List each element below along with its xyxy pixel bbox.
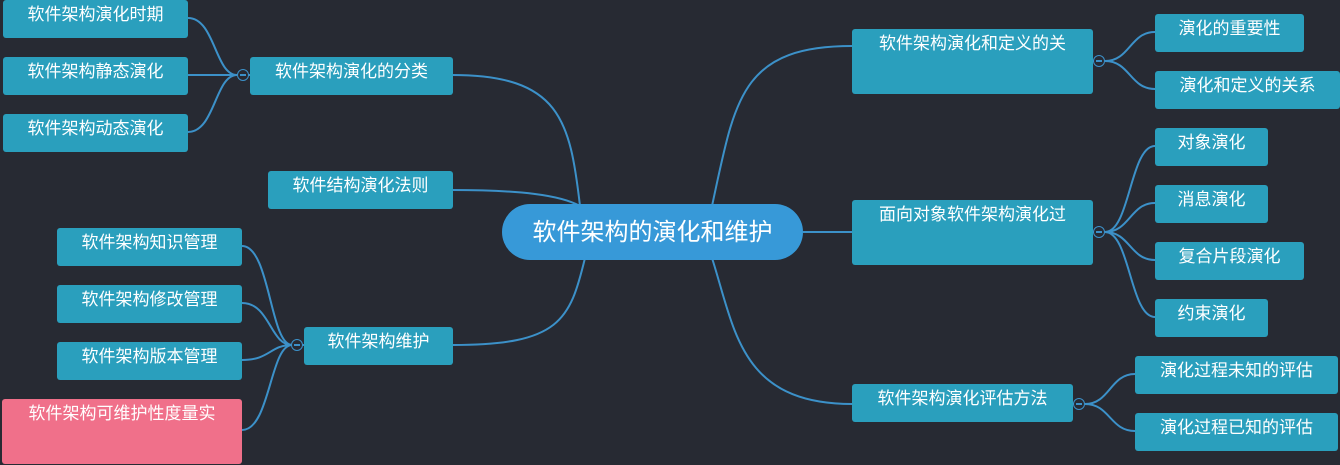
link-root-relation: [711, 45, 853, 207]
subtopic-classification-2[interactable]: 软件架构静态演化: [3, 57, 188, 95]
topic-maintenance[interactable]: 软件架构维护: [304, 327, 453, 365]
link-root-rules: [451, 189, 581, 207]
link-root-maintenance: [452, 257, 586, 346]
subtopic-maintenance-4[interactable]: 软件架构可维护性度量实: [2, 399, 242, 464]
collapse-toggle-classification[interactable]: [237, 69, 249, 81]
subtopic-maintenance-3[interactable]: 软件架构版本管理: [57, 342, 242, 380]
subtopic-classification-1[interactable]: 软件架构演化时期: [3, 0, 188, 38]
collapse-toggle-oo[interactable]: [1093, 226, 1105, 238]
subtopic-oo-2[interactable]: 消息演化: [1155, 185, 1268, 223]
root-topic[interactable]: 软件架构的演化和维护: [502, 204, 803, 260]
topic-rules[interactable]: 软件结构演化法则: [268, 171, 453, 209]
subtopic-oo-4[interactable]: 约束演化: [1155, 299, 1268, 337]
collapse-toggle-maintenance[interactable]: [291, 339, 303, 351]
collapse-toggle-assessment[interactable]: [1073, 398, 1085, 410]
subtopic-assessment-1[interactable]: 演化过程未知的评估: [1135, 356, 1338, 394]
subtopic-oo-3[interactable]: 复合片段演化: [1155, 242, 1304, 280]
subtopic-maintenance-2[interactable]: 软件架构修改管理: [57, 285, 242, 323]
link-root-assessment: [711, 257, 853, 405]
collapse-toggle-relation[interactable]: [1093, 55, 1105, 67]
link-root-classification: [451, 74, 581, 207]
subtopic-maintenance-1[interactable]: 软件架构知识管理: [57, 228, 242, 266]
subtopic-classification-3[interactable]: 软件架构动态演化: [3, 114, 188, 152]
subtopic-relation-1[interactable]: 演化的重要性: [1155, 14, 1304, 52]
topic-oo[interactable]: 面向对象软件架构演化过: [852, 200, 1093, 265]
topic-assessment[interactable]: 软件架构演化评估方法: [852, 384, 1073, 422]
subtopic-assessment-2[interactable]: 演化过程已知的评估: [1135, 413, 1338, 451]
topic-classification[interactable]: 软件架构演化的分类: [250, 57, 453, 95]
subtopic-relation-2[interactable]: 演化和定义的关系: [1155, 71, 1340, 109]
topic-relation[interactable]: 软件架构演化和定义的关: [852, 29, 1093, 94]
subtopic-oo-1[interactable]: 对象演化: [1155, 128, 1268, 166]
